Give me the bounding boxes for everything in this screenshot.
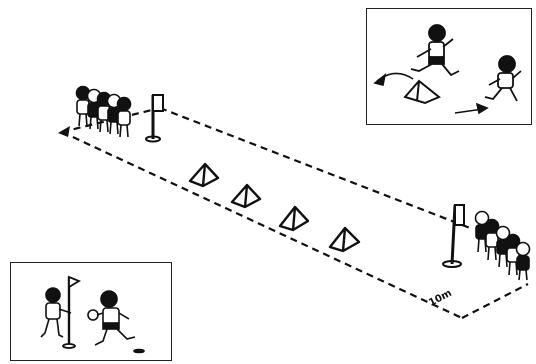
- hurdles: [190, 164, 359, 251]
- flag-post-icon: [146, 95, 163, 142]
- child-icon: [517, 243, 530, 281]
- team-group-finish: [476, 212, 530, 281]
- runner-with-ball-icon: [88, 291, 144, 353]
- child-icon: [118, 98, 131, 138]
- runner-jumping-icon: [411, 25, 459, 75]
- finish-line: [462, 284, 528, 318]
- inset-ball-handoff: [10, 262, 172, 361]
- child-at-flag-icon: [41, 288, 71, 337]
- hurdle-icon: [280, 207, 308, 230]
- team-group-start: [77, 87, 131, 138]
- child-icon: [486, 220, 499, 261]
- inset-hurdle-jump: [366, 8, 532, 125]
- flag-post-icon: [443, 205, 464, 267]
- distance-label: 10m: [427, 288, 454, 309]
- start-arrow-icon: [58, 126, 70, 137]
- hurdle-icon: [190, 164, 218, 186]
- hurdle-icon: [405, 81, 439, 103]
- hurdle-icon: [232, 185, 260, 207]
- runner-icon: [485, 56, 521, 101]
- hurdle-icon: [330, 228, 359, 251]
